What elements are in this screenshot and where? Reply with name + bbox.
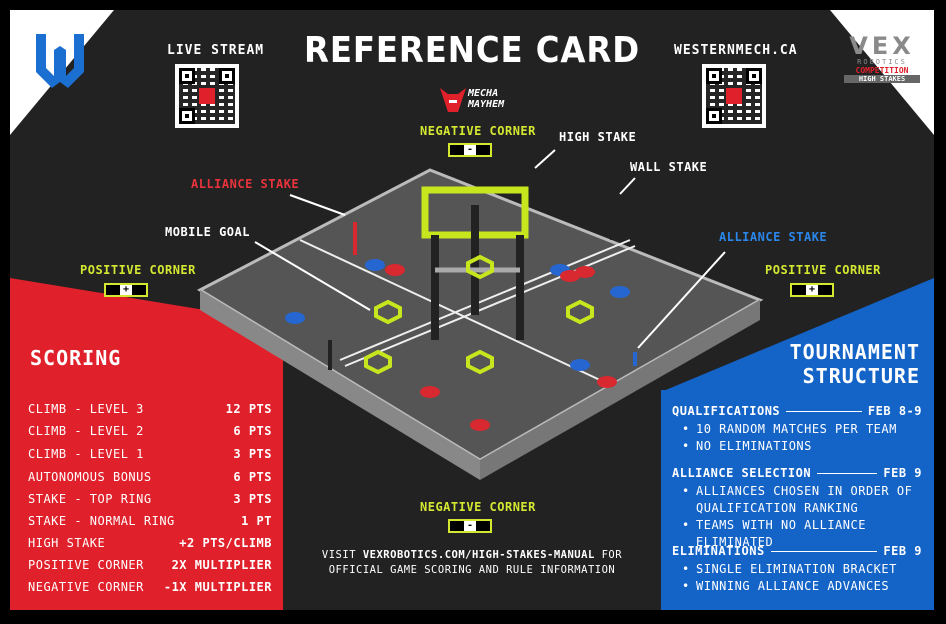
scoring-panel <box>10 340 283 610</box>
eliminations-list: SINGLE ELIMINATION BRACKET WINNING ALLIA… <box>682 561 927 595</box>
vex-game-text: HIGH STAKES <box>844 75 920 83</box>
list-item: WINNING ALLIANCE ADVANCES <box>682 578 927 595</box>
list-item: NO ELIMINATIONS <box>682 438 927 455</box>
field-line <box>339 239 631 361</box>
scoring-title: SCORING <box>30 346 122 370</box>
negative-corner-top-badge: - <box>448 143 492 157</box>
vex-robotics-text: ROBOTICS <box>857 58 907 66</box>
negative-corner-top-label: NEGATIVE CORNER <box>420 124 536 138</box>
high-stake-label: HIGH STAKE <box>559 130 637 144</box>
vex-logo-text: VEX <box>849 32 915 60</box>
list-item: TEAMS WITH NO ALLIANCE ELIMINATED <box>682 517 927 551</box>
live-stream-qr-code[interactable] <box>175 64 239 128</box>
pointer-arrows <box>254 149 726 349</box>
field-line <box>344 245 636 367</box>
reference-card: VEX ROBOTICS COMPETITION HIGH STAKES REF… <box>10 10 934 610</box>
plus-icon: + <box>806 285 818 295</box>
negative-corner-bottom-label: NEGATIVE CORNER <box>420 500 536 514</box>
score-row: NEGATIVE CORNER-1X MULTIPLIER <box>28 580 272 594</box>
western-mini-logo-icon <box>726 88 742 104</box>
negative-corner-bottom-badge: - <box>448 519 492 533</box>
mobile-goals <box>364 254 594 375</box>
field-diagram <box>196 149 764 480</box>
plus-icon: + <box>120 285 132 295</box>
western-logo-icon <box>36 34 84 88</box>
wall-stake-label: WALL STAKE <box>630 160 708 174</box>
footer-note: VISIT VEXROBOTICS.COM/HIGH-STAKES-MANUAL… <box>321 549 623 576</box>
minus-icon: - <box>464 145 476 155</box>
blue-alliance-stake-label: ALLIANCE STAKE <box>719 230 828 244</box>
bull-icon <box>440 88 466 112</box>
alliance-selection-list: ALLIANCES CHOSEN IN ORDER OF QUALIFICATI… <box>682 483 927 551</box>
mobile-goal-label: MOBILE GOAL <box>165 225 250 239</box>
list-item: 10 RANDOM MATCHES PER TEAM <box>682 421 927 438</box>
tournament-title: TOURNAMENT STRUCTURE <box>789 340 920 388</box>
positive-corner-left-badge: + <box>104 283 148 297</box>
field-wall-left <box>200 290 480 480</box>
field-wall-right <box>480 300 760 480</box>
vex-competition-text: COMPETITION <box>855 66 909 75</box>
team-mini-logo-icon <box>199 88 215 104</box>
website-label: WESTERNMECH.CA <box>674 43 798 58</box>
manual-link[interactable]: VEXROBOTICS.COM/HIGH-STAKES-MANUAL <box>362 549 595 561</box>
rings <box>285 259 630 431</box>
positive-corner-left-label: POSITIVE CORNER <box>80 263 196 277</box>
vex-logo: VEX ROBOTICS COMPETITION HIGH STAKES <box>840 34 924 83</box>
top-right-corner-panel <box>830 10 934 135</box>
positive-corner-right-badge: + <box>790 283 834 297</box>
list-item: SINGLE ELIMINATION BRACKET <box>682 561 927 578</box>
live-stream-label: LIVE STREAM <box>167 43 265 58</box>
score-row: HIGH STAKE+2 PTS/CLIMB <box>28 536 272 550</box>
list-item: ALLIANCES CHOSEN IN ORDER OF QUALIFICATI… <box>682 483 927 517</box>
mecha-mayhem-logo: MECHA MAYHEM <box>438 82 528 116</box>
website-qr-code[interactable] <box>702 64 766 128</box>
positive-corner-right-label: POSITIVE CORNER <box>765 263 881 277</box>
qualifications-list: 10 RANDOM MATCHES PER TEAM NO ELIMINATIO… <box>682 421 927 455</box>
field-line <box>299 239 601 381</box>
red-alliance-stake-label: ALLIANCE STAKE <box>191 177 300 191</box>
minus-icon: - <box>464 521 476 531</box>
page-title: REFERENCE CARD <box>303 30 641 71</box>
